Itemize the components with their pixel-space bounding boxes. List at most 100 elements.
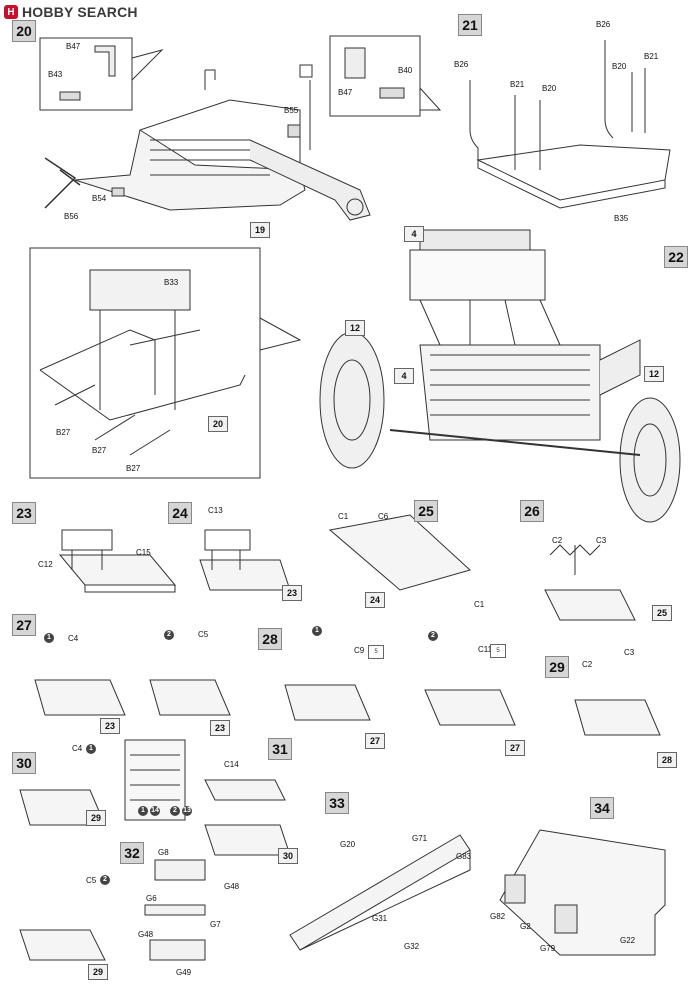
part-C1-a: C1 xyxy=(338,512,349,521)
step-21: 21 xyxy=(458,14,482,36)
color-ref-5-a: 5 xyxy=(368,645,384,659)
part-G49: G49 xyxy=(176,968,192,977)
ref-30: 30 xyxy=(278,848,298,864)
step-28: 28 xyxy=(258,628,282,650)
part-B21-b: B21 xyxy=(644,52,659,61)
part-B27-b: B27 xyxy=(92,446,107,455)
part-C1-b: C1 xyxy=(474,600,485,609)
part-G48-a: G48 xyxy=(224,882,240,891)
step-34: 34 xyxy=(590,797,614,819)
ref-4a: 4 xyxy=(404,226,424,242)
part-C13: C13 xyxy=(208,506,223,515)
paint-code-d: 13 xyxy=(182,806,192,816)
part-G48-b: G48 xyxy=(138,930,154,939)
part-B43: B43 xyxy=(48,70,63,79)
step-20: 20 xyxy=(12,20,36,42)
part-C2-b: C2 xyxy=(582,660,593,669)
part-C6: C6 xyxy=(378,512,389,521)
step-26: 26 xyxy=(520,500,544,522)
ref-25a: 25 xyxy=(652,605,672,621)
part-C14: C14 xyxy=(224,760,239,769)
part-C9: C9 xyxy=(354,646,365,655)
ref-29a: 29 xyxy=(86,810,106,826)
part-C3-a: C3 xyxy=(596,536,607,545)
part-B35: B35 xyxy=(614,214,629,223)
part-C4-b: C4 xyxy=(72,744,83,753)
part-C5-b: C5 xyxy=(86,876,97,885)
step-30: 30 xyxy=(12,752,36,774)
color-ref-5-b: 5 xyxy=(490,644,506,658)
part-C12: C12 xyxy=(38,560,53,569)
part-G79: G79 xyxy=(540,944,556,953)
paint-code-b: 14 xyxy=(150,806,160,816)
callout-27-2: 2 xyxy=(164,630,174,640)
part-C2-a: C2 xyxy=(552,536,563,545)
callout-28-1: 1 xyxy=(312,626,322,636)
ref-23c: 23 xyxy=(210,720,230,736)
callout-28-2: 2 xyxy=(428,631,438,641)
ref-19: 19 xyxy=(250,222,270,238)
part-G83: G83 xyxy=(456,852,472,861)
callout-27-1: 1 xyxy=(44,633,54,643)
part-G20: G20 xyxy=(340,840,356,849)
part-B27-c: B27 xyxy=(126,464,141,473)
ref-23a: 23 xyxy=(282,585,302,601)
step-27: 27 xyxy=(12,614,36,636)
callout-30-1: 1 xyxy=(86,744,96,754)
part-B26-b: B26 xyxy=(596,20,611,29)
part-B47-a: B47 xyxy=(66,42,81,51)
part-G82: G82 xyxy=(490,912,506,921)
step-24: 24 xyxy=(168,502,192,524)
detail-bubble-left xyxy=(39,37,133,111)
step-32: 32 xyxy=(120,842,144,864)
paint-code-c: 2 xyxy=(170,806,180,816)
part-B56: B56 xyxy=(64,212,79,221)
part-B27-a: B27 xyxy=(56,428,71,437)
part-B47-b: B47 xyxy=(338,88,353,97)
part-G6: G6 xyxy=(146,894,157,903)
ref-12b: 12 xyxy=(644,366,664,382)
step-23: 23 xyxy=(12,502,36,524)
part-C11: C11 xyxy=(478,645,493,654)
step-33: 33 xyxy=(325,792,349,814)
detail-box-22 xyxy=(29,247,261,479)
part-G31: G31 xyxy=(372,914,388,923)
part-C4-a: C4 xyxy=(68,634,79,643)
part-C15: C15 xyxy=(136,548,151,557)
ref-27a: 27 xyxy=(365,733,385,749)
ref-27b: 27 xyxy=(505,740,525,756)
paint-code-a: 1 xyxy=(138,806,148,816)
part-G22: G22 xyxy=(620,936,636,945)
ref-12a: 12 xyxy=(345,320,365,336)
part-G8: G8 xyxy=(158,848,169,857)
step-29: 29 xyxy=(545,656,569,678)
part-B54: B54 xyxy=(92,194,107,203)
callout-30-2: 2 xyxy=(100,875,110,885)
detail-bubble-right xyxy=(329,35,421,117)
part-G7: G7 xyxy=(210,920,221,929)
watermark: H HOBBY SEARCH xyxy=(4,2,138,22)
step-25: 25 xyxy=(414,500,438,522)
part-G2: G2 xyxy=(520,922,531,931)
ref-4b: 4 xyxy=(394,368,414,384)
part-B33: B33 xyxy=(164,278,179,287)
part-B55: B55 xyxy=(284,106,299,115)
brand-logo-icon: H xyxy=(4,5,18,19)
part-B20-a: B20 xyxy=(542,84,557,93)
brand-name: HOBBY SEARCH xyxy=(22,4,138,20)
part-B20-b: B20 xyxy=(612,62,627,71)
part-C3-b: C3 xyxy=(624,648,635,657)
ref-29b: 29 xyxy=(88,964,108,980)
part-B40: B40 xyxy=(398,66,413,75)
ref-20: 20 xyxy=(208,416,228,432)
box-outlines xyxy=(19,514,666,961)
part-G71: G71 xyxy=(412,834,428,843)
part-G32: G32 xyxy=(404,942,420,951)
part-B21-a: B21 xyxy=(510,80,525,89)
ref-24: 24 xyxy=(365,592,385,608)
ref-23b: 23 xyxy=(100,718,120,734)
ref-28: 28 xyxy=(657,752,677,768)
part-B26-a: B26 xyxy=(454,60,469,69)
part-C5-a: C5 xyxy=(198,630,209,639)
